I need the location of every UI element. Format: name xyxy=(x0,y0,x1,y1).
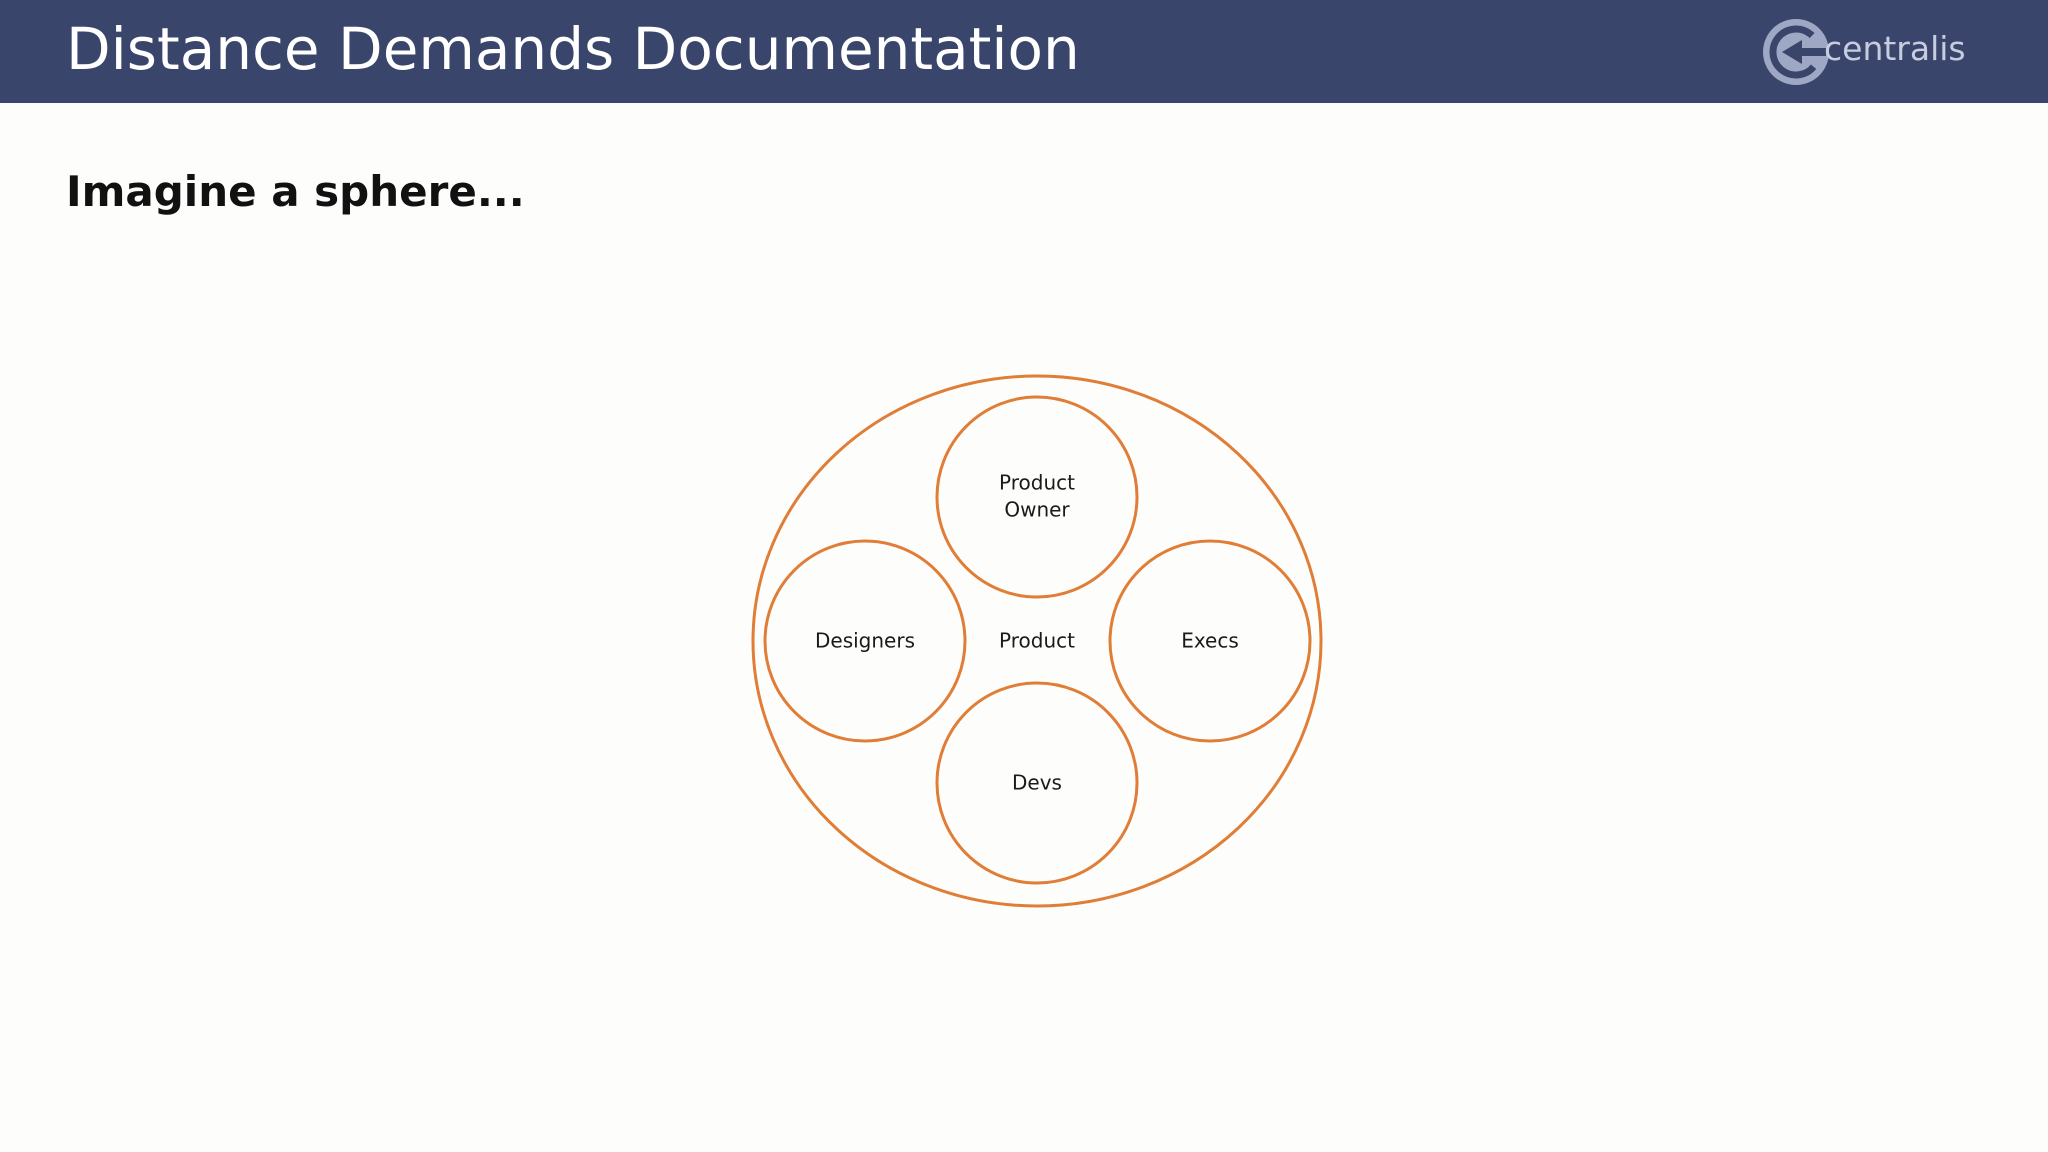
node-label: Designers xyxy=(815,629,915,653)
centralis-logo-icon xyxy=(1763,19,1829,85)
node-label: Execs xyxy=(1181,629,1239,653)
centralis-logo: centralis xyxy=(1760,16,2020,88)
slide-title: Distance Demands Documentation xyxy=(66,15,1080,83)
outer-sphere xyxy=(751,374,1323,908)
node-label: Product xyxy=(999,471,1075,495)
node-product-owner: Product Owner xyxy=(935,395,1139,599)
node-label: Devs xyxy=(1012,771,1062,795)
title-bar: Distance Demands Documentation centralis xyxy=(0,0,2048,103)
node-designers: Designers xyxy=(763,539,967,743)
node-label: Owner xyxy=(1004,498,1070,522)
slide-heading: Imagine a sphere... xyxy=(66,167,525,216)
logo-text: centralis xyxy=(1824,29,1966,68)
outer-sphere-label: Product xyxy=(999,629,1075,653)
node-execs: Execs xyxy=(1108,539,1312,743)
node-devs: Devs xyxy=(935,681,1139,885)
